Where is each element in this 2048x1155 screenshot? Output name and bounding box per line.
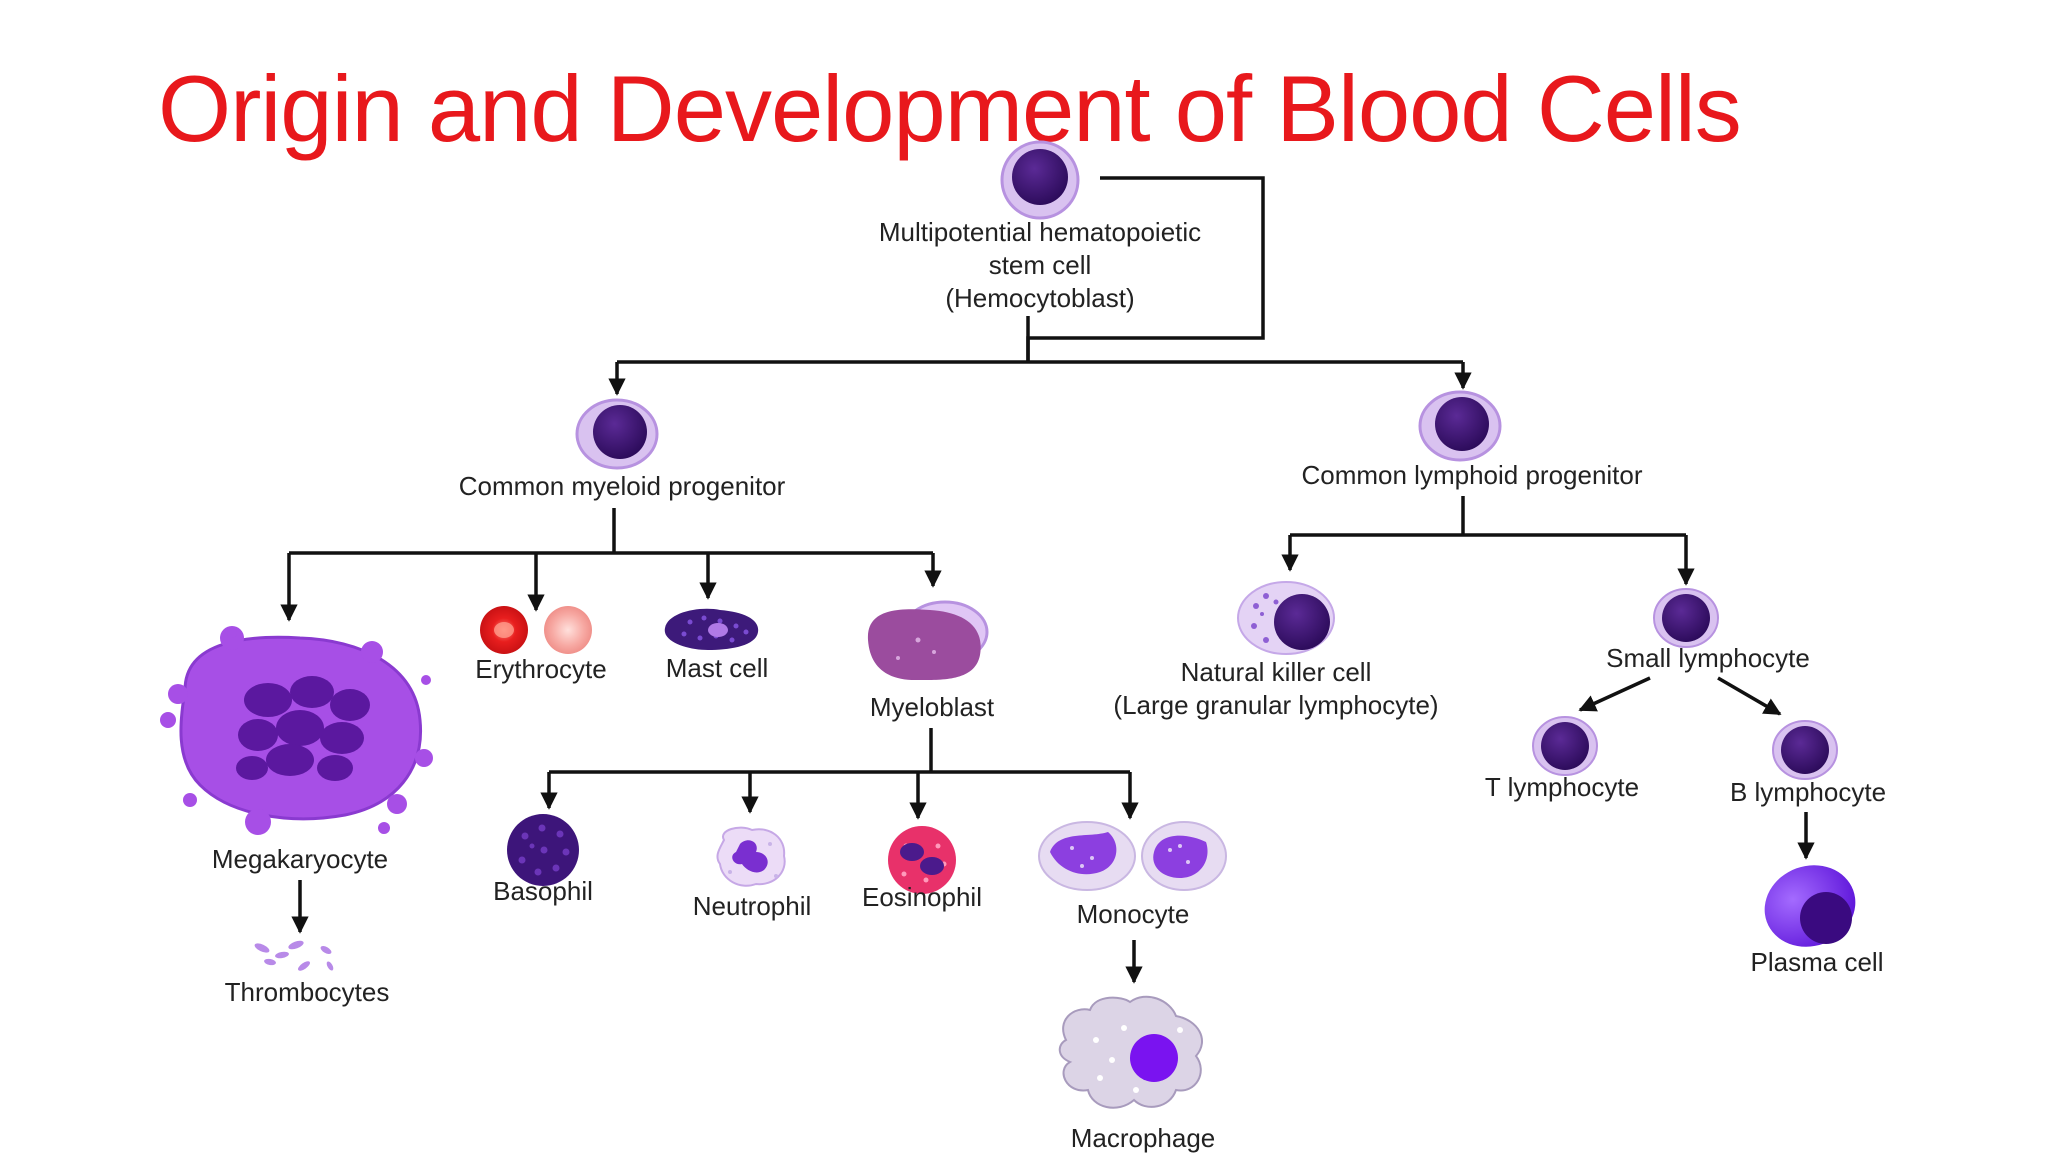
megakaryocyte-icon	[160, 626, 433, 835]
neutrophil-icon	[716, 826, 786, 887]
monocyte-icon	[1038, 821, 1227, 891]
megakaryocyte-label: Megakaryocyte	[211, 844, 389, 874]
plasma-cell-label: Plasma cell	[1750, 947, 1884, 977]
stem-cell-label-line2: stem cell	[988, 250, 1092, 280]
small-lymphocyte-icon	[1653, 588, 1719, 648]
macrophage-icon	[1058, 995, 1203, 1109]
eosinophil-label: Eosinophil	[862, 882, 982, 912]
macrophage-label: Macrophage	[1070, 1123, 1216, 1153]
thrombocytes-label: Thrombocytes	[224, 977, 390, 1007]
erythrocyte-label: Erythrocyte	[475, 654, 607, 684]
stem-cell-label: Multipotential hematopoietic stem cell (…	[879, 216, 1201, 315]
mast-cell-icon	[664, 608, 759, 650]
stem-cell-label-line1: Multipotential hematopoietic	[878, 217, 1202, 247]
erythrocyte-icon	[480, 606, 592, 654]
b-lymphocyte-icon	[1772, 720, 1838, 780]
nk-cell-label: Natural killer cell (Large granular lymp…	[1113, 656, 1438, 722]
thrombocytes-icon	[254, 940, 334, 971]
connector-lines	[280, 176, 1815, 984]
basophil-icon	[507, 814, 579, 886]
nk-cell-label-line1: Natural killer cell	[1180, 657, 1372, 687]
basophil-label: Basophil	[493, 876, 593, 906]
b-lymphocyte-label: B lymphocyte	[1729, 777, 1887, 807]
arrow-to-b-lymphocyte	[1717, 676, 1782, 716]
t-lymphocyte-label: T lymphocyte	[1484, 772, 1640, 802]
stem-cell-icon	[1000, 140, 1080, 220]
t-lymphocyte-icon	[1532, 716, 1598, 776]
small-lymphocyte-label: Small lymphocyte	[1606, 643, 1810, 673]
mast-cell-label: Mast cell	[665, 653, 769, 683]
lymphoid-progenitor-icon	[1418, 390, 1502, 462]
eosinophil-icon	[888, 826, 956, 894]
nk-cell-label-line2: (Large granular lymphocyte)	[1113, 690, 1439, 720]
arrow-to-t-lymphocyte	[1578, 676, 1651, 712]
plasma-cell-icon	[1764, 865, 1856, 947]
monocyte-label: Monocyte	[1076, 899, 1190, 929]
lymphoid-label: Common lymphoid progenitor	[1301, 460, 1643, 490]
myeloblast-label: Myeloblast	[869, 692, 995, 722]
myeloblast-icon	[867, 600, 989, 681]
myeloid-label: Common myeloid progenitor	[458, 471, 786, 501]
nk-cell-icon	[1237, 581, 1335, 655]
stem-cell-label-line3: (Hemocytoblast)	[945, 283, 1135, 313]
neutrophil-label: Neutrophil	[692, 891, 812, 921]
slide-title: Origin and Development of Blood Cells	[158, 56, 1742, 161]
myeloid-progenitor-icon	[575, 398, 659, 470]
